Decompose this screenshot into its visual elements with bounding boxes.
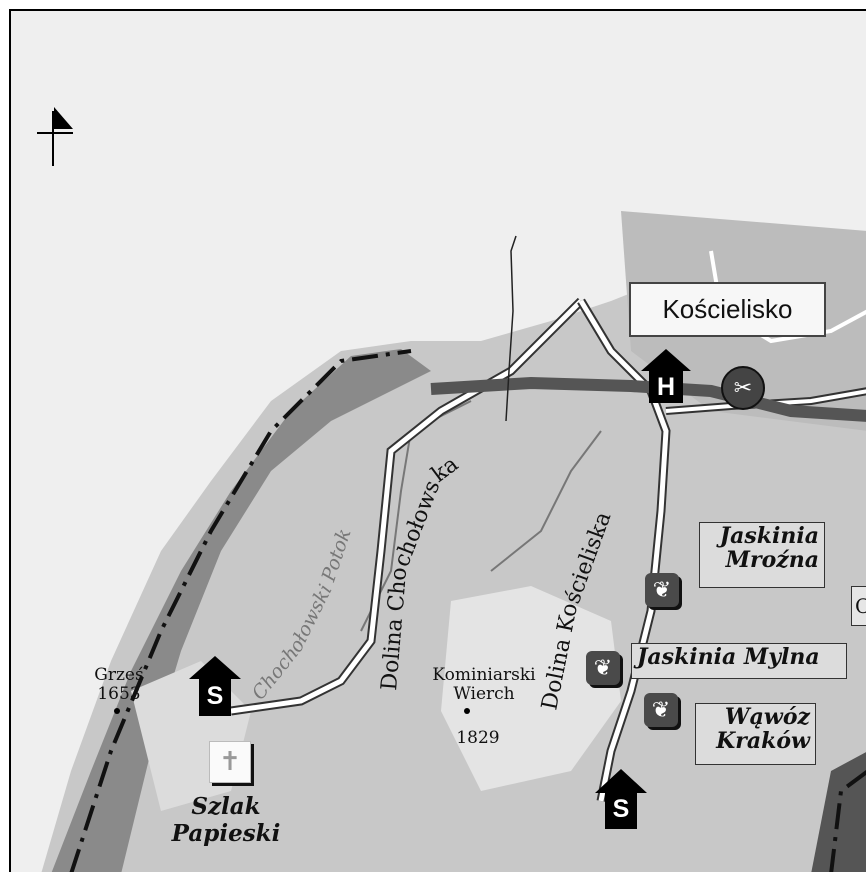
meadow-area (441, 586, 621, 791)
cave-mrozna-line2: Mroźna (725, 547, 819, 573)
gorge-line1: Wąwóz (724, 704, 810, 730)
peak-grzes-name: Grześ (94, 665, 144, 685)
peak-kominiarski-label: Kominiarski Wierch (414, 666, 554, 704)
park-border-east (829, 769, 866, 872)
papal-trail-label: Szlak Papieski (161, 793, 291, 847)
town-label: Kościelisko (629, 282, 826, 337)
hut-letter-2: S (612, 795, 630, 823)
papal-trail-line1: Szlak (191, 793, 261, 820)
hotel-letter: H (656, 373, 676, 401)
peak-grzes-elevation: 1653 (97, 684, 141, 704)
cross-icon: ✝ (209, 741, 251, 783)
hut-badge-s-2: S (598, 792, 644, 826)
town-name: Kościelisko (662, 294, 793, 324)
hut-badge-s: S (192, 679, 238, 713)
cave-mrozna-label: Jaskinia Mroźna (699, 522, 825, 588)
leaf-icon-3: ❦ (644, 693, 678, 727)
peak-kominiarski-name1: Kominiarski (432, 665, 536, 685)
gorge-line2: Kraków (716, 728, 810, 754)
edge-fragment-label: C (851, 586, 866, 626)
leaf-icon: ❦ (645, 573, 679, 607)
cave-mylna-text: Jaskinia Mylna (637, 644, 820, 670)
leaf-icon-2: ❦ (586, 651, 620, 685)
hotel-icon-shape (641, 349, 691, 403)
stream-line-2 (490, 430, 602, 572)
park-border (69, 349, 412, 872)
scissors-icon: ✂ (721, 366, 765, 410)
kominiarski-peak-marker (464, 708, 470, 714)
map-frame: Dolina Chochołowska Dolina Kościeliska C… (9, 9, 866, 872)
peak-grzes-label: Grześ 1653 (89, 666, 149, 704)
hut-icon-shape-2 (595, 769, 647, 829)
papal-trail-line2: Papieski (171, 820, 281, 847)
boundary-line (505, 235, 517, 422)
north-arrow-icon (37, 107, 73, 166)
cave-mrozna-line1: Jaskinia (719, 523, 819, 549)
hut-letter: S (206, 682, 224, 710)
peak-kominiarski-elevation: 1829 (456, 728, 500, 748)
road-koscieliska-inner (578, 299, 669, 802)
grzes-peak-marker (114, 708, 120, 714)
peak-kominiarski-name2: Wierch (453, 684, 515, 704)
hotel-badge: H (643, 370, 689, 404)
cave-mylna-label: Jaskinia Mylna (631, 643, 847, 679)
gorge-label: Wąwóz Kraków (695, 703, 816, 765)
edge-fragment-text: C (855, 594, 866, 618)
hut-icon-shape (189, 656, 241, 716)
